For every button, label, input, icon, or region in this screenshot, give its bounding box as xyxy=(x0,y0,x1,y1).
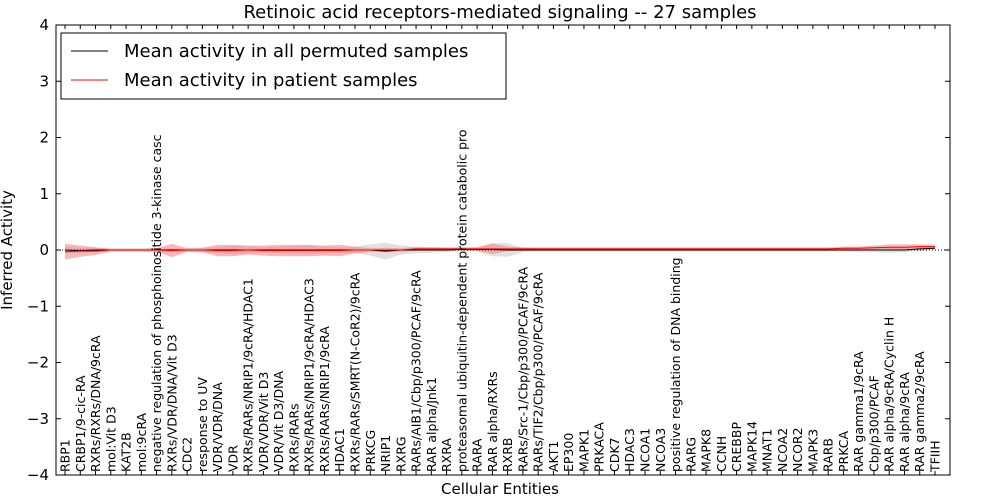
x-tick-label: VDR xyxy=(225,445,240,472)
chart-title: Retinoic acid receptors-mediated signali… xyxy=(243,2,756,23)
x-tick-label: RXRs/RARs/NRIP1/9cRA/HDAC1 xyxy=(241,278,256,472)
x-tick-label: NCOA1 xyxy=(638,428,653,472)
x-tick-label: CREBBP xyxy=(729,422,744,472)
x-tick-label: KAT2B xyxy=(119,432,134,472)
y-tick-label: 2 xyxy=(39,129,49,147)
x-tick-label: AKT1 xyxy=(546,441,561,472)
x-tick-label: RARs/TIF2/Cbp/p300/PCAF/9cRA xyxy=(531,272,546,472)
x-tick-label: RARB xyxy=(821,438,836,472)
x-tick-label: RXRG xyxy=(393,436,408,472)
x-tick-label: RBP1 xyxy=(58,439,73,472)
x-tick-label: VDR/VDR/DNA xyxy=(210,382,225,472)
x-tick-label: RXRs/RARs/NRIP1/9cRA/HDAC3 xyxy=(302,278,317,472)
x-tick-label: HDAC3 xyxy=(622,428,637,472)
x-tick-label: RAR alpha/Jnk1 xyxy=(424,377,439,472)
x-tick-label: EP300 xyxy=(561,433,576,472)
series-line-2 xyxy=(64,246,935,253)
x-tick-label: RXRs/RARs/NRIP1/9cRA xyxy=(317,326,332,472)
x-tick-label: RXRs/VDR/DNA/Vit D3 xyxy=(164,334,179,472)
series-band-2 xyxy=(65,243,935,260)
x-tick-label: PRKCA xyxy=(836,431,851,472)
y-tick-label: 0 xyxy=(39,241,49,259)
x-tick-label: CDK7 xyxy=(607,437,622,472)
x-tick-label: HDAC1 xyxy=(332,428,347,472)
y-tick-label: −3 xyxy=(27,410,49,428)
x-tick-label: TFIIH xyxy=(928,440,943,473)
y-tick-label: −1 xyxy=(27,297,49,315)
x-tick-label: RAR alpha/9cRA/Cyclin H xyxy=(882,317,897,472)
x-tick-label: RARs/Src-1/Cbp/p300/PCAF/9cRA xyxy=(515,266,530,472)
y-tick-label: −2 xyxy=(27,354,49,372)
x-tick-label: RXRs/RXRs/DNA/9cRA xyxy=(88,335,103,472)
x-tick-label: MAPK14 xyxy=(744,421,759,472)
x-tick-label: RXRs/RARs/SMRT(N-CoR2)/9cRA xyxy=(348,272,363,472)
x-tick-label: mol:Vit D3 xyxy=(103,406,118,472)
x-tick-label: NCOR2 xyxy=(790,427,805,472)
x-tick-label: VDR/Vit D3/DNA xyxy=(271,371,286,472)
x-tick-label: CCNH xyxy=(714,436,729,472)
x-tick-label: RARs/AIB1/Cbp/p300/PCAF/9cRA xyxy=(409,270,424,472)
x-tick-label: Cbp/p300/PCAF xyxy=(866,375,881,472)
x-tick-label: NRIP1 xyxy=(378,435,393,472)
y-tick-label: 4 xyxy=(39,16,49,34)
x-tick-label: RAR alpha/RXRs xyxy=(485,371,500,472)
x-tick-label: RXRB xyxy=(500,437,515,472)
x-tick-label: MAPK1 xyxy=(576,429,591,472)
x-tick-label: proteasomal ubiquitin-dependent protein … xyxy=(454,129,469,472)
x-tick-label: PRKCG xyxy=(363,430,378,472)
x-tick-label: PRKACA xyxy=(592,422,607,472)
legend-box xyxy=(60,32,507,100)
x-tick-label: MNAT1 xyxy=(760,429,775,472)
x-axis-label: Cellular Entities xyxy=(441,480,559,498)
x-tick-label: RARA xyxy=(470,438,485,472)
x-tick-label: RARG xyxy=(683,437,698,472)
x-tick-label: CDC2 xyxy=(180,437,195,472)
legend-entry: Mean activity in all permuted samples xyxy=(124,41,468,62)
y-tick-label: 1 xyxy=(39,185,49,203)
x-tick-label: NCOA2 xyxy=(775,428,790,472)
x-tick-label: CRBP1/9-cic-RA xyxy=(73,375,88,472)
x-tick-label: RXRs/RARs xyxy=(286,403,301,472)
x-tick-label: MAPK3 xyxy=(805,429,820,472)
x-tick-label: MAPK8 xyxy=(699,429,714,472)
x-tick-label: positive regulation of DNA binding xyxy=(668,257,683,472)
x-tick-label: VDR/VDR/Vit D3 xyxy=(256,372,271,472)
x-tick-label: RAR alpha/9cRA xyxy=(897,372,912,472)
legend-entry: Mean activity in patient samples xyxy=(124,70,418,91)
y-axis-label: Inferred Activity xyxy=(0,190,16,310)
x-tick-label: RXRA xyxy=(439,438,454,472)
x-tick-label: RAR gamma1/9cRA xyxy=(851,351,866,472)
x-tick-label: mol:9cRA xyxy=(134,412,149,472)
x-tick-label: NCOA3 xyxy=(653,428,668,472)
x-tick-label: negative regulation of phosphoinositide … xyxy=(149,134,164,472)
x-tick-label: response to UV xyxy=(195,377,210,472)
y-tick-label: 3 xyxy=(39,72,49,90)
y-axis: −4 −3 −2 −1 0 1 2 3 4 xyxy=(27,16,950,484)
y-tick-label: −4 xyxy=(27,466,49,484)
legend: Mean activity in all permuted samplesMea… xyxy=(60,32,507,100)
x-tick-label: RAR gamma2/9cRA xyxy=(912,351,927,472)
